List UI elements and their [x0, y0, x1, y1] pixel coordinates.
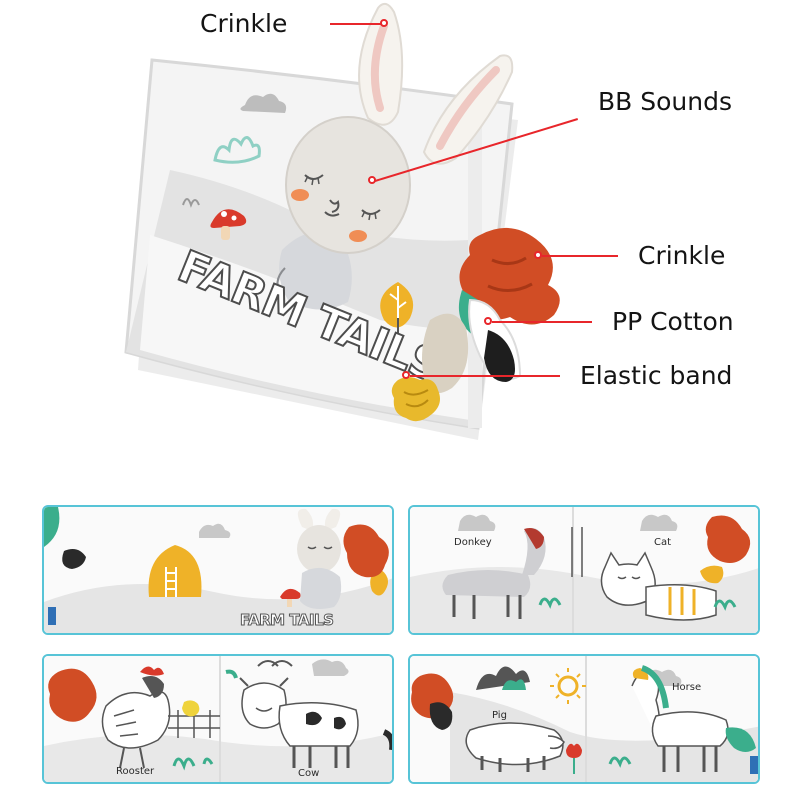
callout-line-3 — [542, 255, 618, 257]
horse-label: Horse — [672, 682, 702, 693]
page-panel-cover-spread: FARM TAILS — [42, 505, 394, 635]
callout-dot-3 — [534, 251, 542, 259]
callout-bb-sounds: BB Sounds — [598, 87, 732, 116]
elastic-band-tag — [391, 377, 440, 422]
donkey-label: Donkey — [454, 537, 492, 548]
rooster-cow-illustration — [44, 656, 392, 782]
rooster-label: Rooster — [116, 766, 155, 777]
pig-horse-illustration — [410, 656, 758, 782]
page-panel-donkey-cat: Donkey Cat — [408, 505, 760, 635]
mushroom-icon — [210, 209, 247, 240]
callout-dot-5 — [402, 371, 410, 379]
callout-pp-cotton: PP Cotton — [612, 307, 734, 336]
page-panel-pig-horse: Pig Horse — [408, 654, 760, 784]
cat-icon — [600, 551, 717, 621]
callout-crinkle-tail: Crinkle — [638, 241, 726, 270]
callout-line-1 — [330, 23, 382, 25]
pig-label: Pig — [492, 710, 507, 721]
callout-elastic-band: Elastic band — [580, 361, 733, 390]
cover-spread-illustration — [44, 507, 392, 633]
horse-icon — [631, 665, 729, 772]
callout-crinkle-top: Crinkle — [200, 9, 288, 38]
callout-dot-4 — [484, 317, 492, 325]
callout-line-5 — [410, 375, 560, 377]
cloud-icon — [240, 93, 287, 113]
page-panel-rooster-cow: Rooster Cow — [42, 654, 394, 784]
rooster-icon — [101, 666, 171, 769]
rabbit-head — [285, 116, 411, 254]
cover-spread-title: FARM TAILS — [239, 611, 334, 630]
donkey-cat-illustration — [410, 507, 758, 633]
pig-icon — [465, 722, 565, 772]
hero-product: FARM TAILS Crinkle BB Sounds Crinkle PP … — [124, 2, 734, 440]
cow-icon — [239, 677, 359, 768]
cow-label: Cow — [298, 768, 320, 779]
callout-line-4 — [492, 321, 592, 323]
donkey-icon — [442, 528, 546, 619]
rabbit-ears — [358, 2, 514, 165]
cat-label: Cat — [654, 537, 672, 548]
haystack-icon — [148, 545, 202, 597]
tree-icon — [380, 282, 414, 340]
cloth-book-illustration: FARM TAILS — [124, 2, 560, 440]
plant-icon — [213, 136, 261, 164]
sun-icon — [550, 668, 586, 704]
